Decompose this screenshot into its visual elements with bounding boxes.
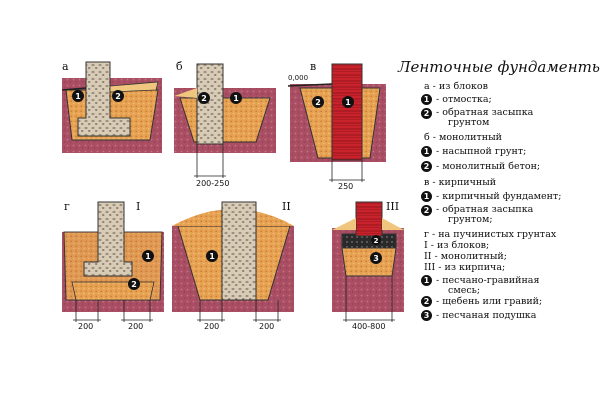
panel-g-dim1: 200 xyxy=(78,322,93,331)
marker-1: 1 xyxy=(342,96,354,108)
svg-text:3: 3 xyxy=(373,254,379,263)
panel-g3-dim: 400-800 xyxy=(352,322,385,331)
svg-text:2: 2 xyxy=(374,237,379,245)
panel-g2-dim2: 200 xyxy=(259,322,274,331)
marker-1: 1 xyxy=(142,250,154,262)
trench-sand xyxy=(341,247,397,277)
blind-area xyxy=(109,81,159,93)
svg-text:2: 2 xyxy=(115,92,121,101)
svg-text:1: 1 xyxy=(345,98,351,107)
block-stack xyxy=(77,61,131,137)
brick-wall xyxy=(331,63,363,161)
marker-2: 2 xyxy=(112,90,124,102)
panel-g2-roman: II xyxy=(282,200,291,213)
marker-2: 2 xyxy=(371,235,381,245)
diagram-markers: 1 2 2 1 2 1 1 2 1 2 3 xyxy=(72,90,382,290)
panel-b: б 200-250 xyxy=(174,60,276,188)
block-stack xyxy=(83,201,133,277)
monolith-concrete xyxy=(221,201,257,301)
svg-text:1: 1 xyxy=(233,94,239,103)
marker-1: 1 xyxy=(206,250,218,262)
brick-wall xyxy=(355,201,383,237)
gravel-layer xyxy=(71,281,155,301)
panel-v-letter: в xyxy=(310,60,316,73)
marker-2: 2 xyxy=(312,96,324,108)
fill-mound xyxy=(332,218,356,230)
svg-text:2: 2 xyxy=(201,94,207,103)
panel-g-i: г I 200 200 xyxy=(62,200,164,331)
svg-text:1: 1 xyxy=(75,92,81,101)
panel-g-iii: III 400-800 xyxy=(332,200,404,331)
panel-b-dim: 200-250 xyxy=(196,179,229,188)
marker-2: 2 xyxy=(128,278,140,290)
fill-mound xyxy=(382,218,404,230)
panel-v: в 0,000 250 xyxy=(287,60,386,191)
marker-2: 2 xyxy=(198,92,210,104)
marker-3: 3 xyxy=(370,252,382,264)
trench-sand xyxy=(179,97,271,143)
panel-g2-dim1: 200 xyxy=(204,322,219,331)
panel-a: а xyxy=(61,60,162,153)
marker-1: 1 xyxy=(72,90,84,102)
svg-text:1: 1 xyxy=(209,252,215,261)
panel-g-letter: г xyxy=(64,200,70,213)
svg-text:2: 2 xyxy=(131,280,137,289)
panel-g-roman: I xyxy=(136,200,140,213)
fill-mound xyxy=(174,88,197,98)
svg-text:2: 2 xyxy=(315,98,321,107)
marker-1: 1 xyxy=(230,92,242,104)
panel-g3-roman: III xyxy=(386,200,399,213)
panel-g-ii: II 200 200 xyxy=(172,200,294,331)
panel-b-letter: б xyxy=(176,60,183,73)
panel-g-dim2: 200 xyxy=(128,322,143,331)
svg-text:1: 1 xyxy=(145,252,151,261)
panel-a-letter: а xyxy=(62,60,69,73)
panel-v-level: 0,000 xyxy=(288,74,308,82)
monolith-concrete xyxy=(196,63,224,145)
panel-v-dim: 250 xyxy=(338,182,353,191)
